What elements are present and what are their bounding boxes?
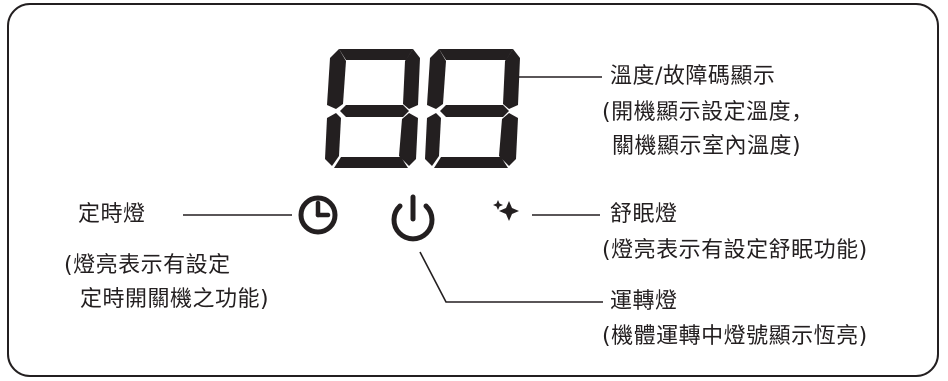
power-note: (機體運轉中燈號顯示恆亮) <box>602 324 868 349</box>
display-note-line1: (開機顯示設定溫度， <box>602 100 814 125</box>
sleep-note: (燈亮表示有設定舒眠功能) <box>602 238 868 263</box>
panel-border <box>7 3 939 377</box>
timer-note-line2: 定時開關機之功能) <box>80 287 270 312</box>
seven-segment-display <box>325 49 520 168</box>
clock-icon <box>298 195 338 235</box>
digit-1 <box>325 49 420 168</box>
power-icon <box>391 194 435 242</box>
power-label: 運轉燈 <box>610 289 678 314</box>
sleep-label: 舒眠燈 <box>610 202 678 227</box>
display-note-line2: 關機顯示室內溫度) <box>612 134 802 159</box>
leader-lines <box>183 76 603 303</box>
timer-note-line1: (燈亮表示有設定 <box>64 253 231 278</box>
digit-2 <box>425 49 520 168</box>
timer-label: 定時燈 <box>78 202 146 227</box>
moon-stars-icon <box>478 198 519 236</box>
power-leader <box>419 251 603 303</box>
display-label: 溫度/故障碼顯示 <box>610 64 776 89</box>
